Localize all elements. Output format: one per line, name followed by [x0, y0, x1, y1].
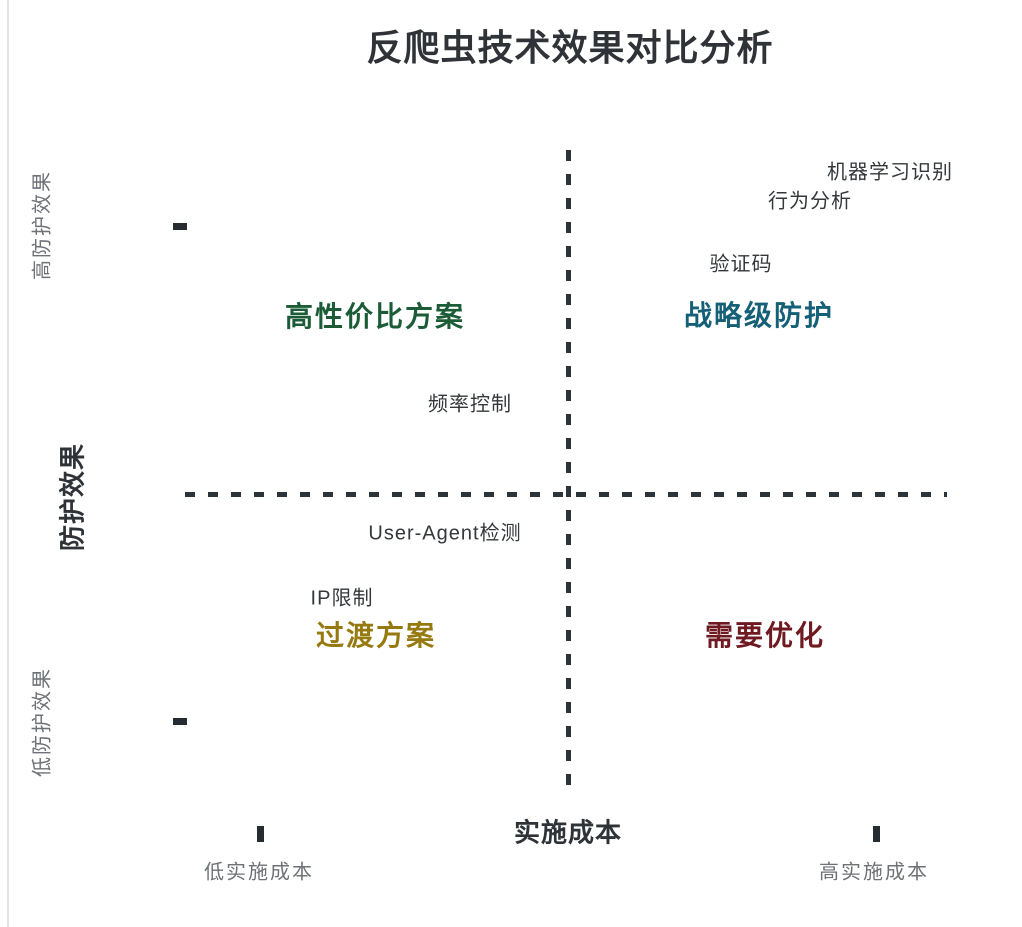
- x-axis-tick-low: [257, 826, 264, 842]
- quadrant-label-bottom-right: 需要优化: [704, 620, 826, 651]
- y-axis-max-label: 高防护效果: [31, 170, 54, 280]
- x-axis-min-label: 低实施成本: [204, 861, 314, 884]
- x-axis-title: 实施成本: [513, 817, 623, 848]
- data-point-label: 验证码: [709, 253, 773, 276]
- data-point-label: 机器学习识别: [827, 161, 953, 184]
- y-axis-min-label: 低防护效果: [31, 667, 54, 777]
- x-axis-max-label: 高实施成本: [819, 861, 929, 884]
- page-left-border: [7, 0, 9, 927]
- data-point-label: 行为分析: [768, 190, 852, 213]
- chart-title: 反爬虫技术效果对比分析: [366, 27, 774, 68]
- data-point-label: IP限制: [310, 587, 374, 610]
- vertical-axis-line: [566, 150, 571, 791]
- y-axis-tick-high: [173, 223, 187, 230]
- quadrant-label-top-left: 高性价比方案: [284, 301, 466, 332]
- quadrant-label-bottom-left: 过渡方案: [315, 620, 437, 651]
- quadrant-label-top-right: 战略级防护: [683, 300, 835, 331]
- y-axis-tick-low: [173, 718, 187, 725]
- data-point-label: User-Agent检测: [368, 522, 522, 545]
- y-axis-title: 防护效果: [57, 442, 88, 552]
- horizontal-axis-line: [185, 492, 947, 497]
- x-axis-tick-high: [873, 826, 880, 842]
- data-point-label: 频率控制: [428, 393, 512, 416]
